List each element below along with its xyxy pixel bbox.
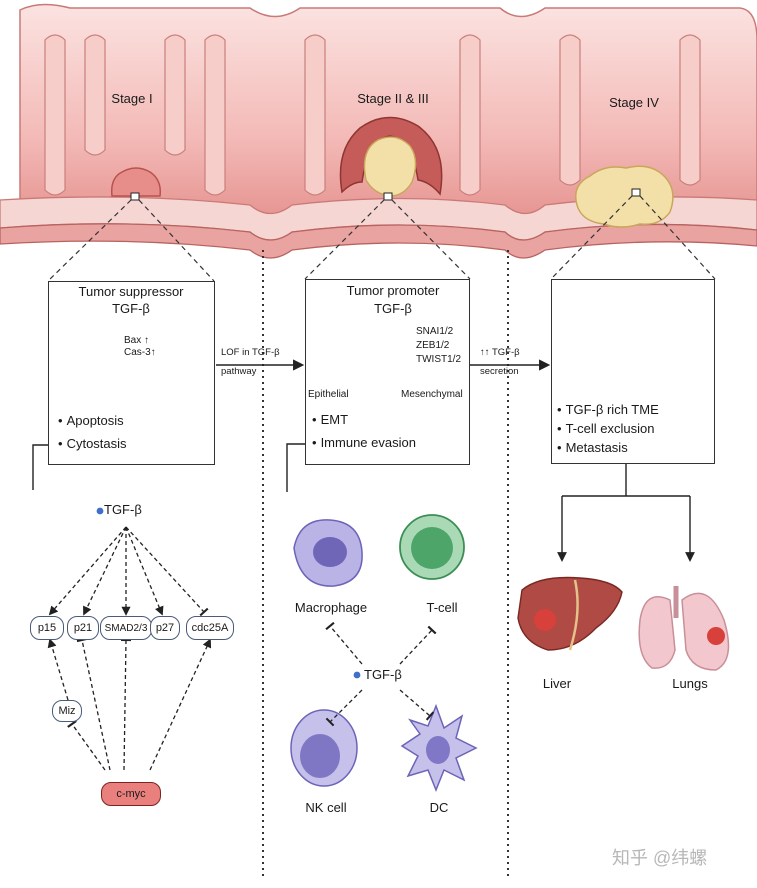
panel1-tgfb-dot bbox=[96, 507, 104, 515]
smad-node: SMAD2/3 bbox=[100, 616, 152, 640]
lof-label-line2: pathway bbox=[221, 366, 257, 377]
epithelial-label: Epithelial bbox=[308, 389, 349, 400]
p27-node: p27 bbox=[150, 616, 180, 640]
p21-node: p21 bbox=[67, 616, 99, 640]
macrophage-label: Macrophage bbox=[294, 600, 368, 615]
zoom-lines bbox=[47, 195, 716, 282]
tcell-exclusion-item: T-cell exclusion bbox=[557, 421, 655, 437]
stage-1-label: Stage I bbox=[111, 91, 153, 106]
emt-item: EMT bbox=[312, 412, 348, 428]
miz-node: Miz bbox=[52, 700, 82, 722]
metastasis-item: Metastasis bbox=[557, 440, 628, 456]
apoptosis-item: Apoptosis bbox=[58, 413, 124, 429]
lungs-label: Lungs bbox=[672, 676, 708, 691]
lof-label-line1: LOF in TGF-β bbox=[221, 347, 280, 358]
nkcell-label: NK cell bbox=[305, 800, 347, 815]
box1-title: Tumor suppressor bbox=[78, 284, 184, 299]
cdc25a-node: cdc25A bbox=[186, 616, 234, 640]
liver-illustration bbox=[517, 576, 623, 651]
box1-tgfb: TGF-β bbox=[112, 301, 150, 316]
tumor-suppressor-box bbox=[48, 281, 215, 465]
colon-tissue bbox=[0, 0, 757, 259]
bax-label: Bax ↑ bbox=[124, 335, 150, 346]
lungs-illustration bbox=[638, 586, 730, 671]
secretion-label-line2: secretion bbox=[480, 366, 519, 377]
liver-label: Liver bbox=[542, 676, 572, 691]
tumor-promoter-box bbox=[305, 279, 470, 465]
dc-label: DC bbox=[429, 800, 449, 815]
p15-node: p15 bbox=[30, 616, 64, 640]
panel2-network bbox=[325, 621, 437, 727]
secretion-label-line1: ↑↑ TGF-β bbox=[480, 347, 520, 358]
tme-item: TGF-β rich TME bbox=[557, 402, 659, 418]
panel1-tgfb-label: TGF-β bbox=[104, 502, 142, 517]
snai-label: SNAI1/2 bbox=[416, 326, 454, 337]
cmyc-node: c-myc bbox=[101, 782, 161, 806]
panel1-network bbox=[47, 526, 212, 771]
cytostasis-item: Cytostasis bbox=[58, 436, 127, 452]
panel2-tgfb-label: TGF-β bbox=[364, 667, 402, 682]
panel2-tgfb-dot bbox=[353, 671, 361, 679]
zeb-label: ZEB1/2 bbox=[416, 340, 450, 351]
immune-cells bbox=[290, 514, 478, 793]
tcell-label: T-cell bbox=[426, 600, 458, 615]
stage-2-label: Stage II & III bbox=[357, 91, 429, 106]
box2-title: Tumor promoter bbox=[346, 283, 440, 298]
mesenchymal-label: Mesenchymal bbox=[401, 389, 463, 400]
watermark: 知乎 @纬螺 bbox=[612, 848, 708, 868]
stage-4-label: Stage IV bbox=[609, 95, 659, 110]
box2-tgfb: TGF-β bbox=[374, 301, 412, 316]
twist-label: TWIST1/2 bbox=[416, 354, 462, 365]
cas3-label: Cas-3↑ bbox=[124, 347, 156, 358]
immune-evasion-item: Immune evasion bbox=[312, 435, 416, 451]
metastasis-branches bbox=[557, 464, 695, 562]
